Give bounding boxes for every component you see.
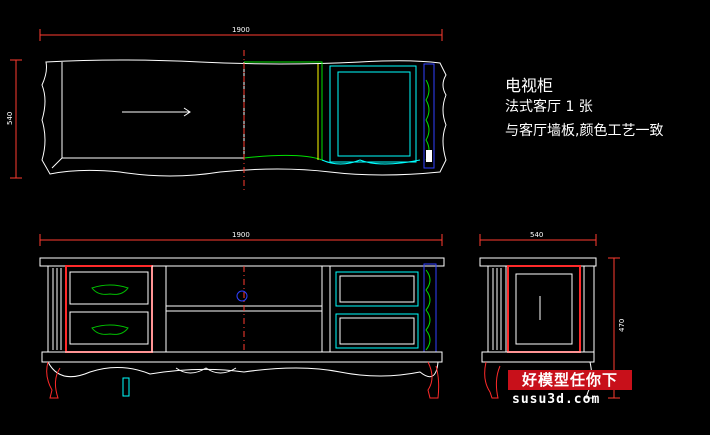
top-door-panel xyxy=(329,65,417,163)
left-drawer-frame xyxy=(65,265,153,353)
top-outline xyxy=(41,59,447,177)
top-view[interactable]: 1900 540 xyxy=(6,26,447,190)
front-view[interactable]: 1900 xyxy=(39,231,445,399)
drawer-upper[interactable] xyxy=(69,271,149,305)
front-divider xyxy=(321,265,331,353)
top-carving xyxy=(425,79,430,161)
note-title: 电视柜 xyxy=(505,76,554,95)
top-door-edge xyxy=(321,159,421,165)
note-line-2: 与客厅墙板,颜色工艺一致 xyxy=(505,123,664,139)
top-depth-dim-label: 540 xyxy=(6,112,14,125)
drawer-lower[interactable] xyxy=(69,311,149,345)
top-green-section xyxy=(243,61,323,161)
note-line-1: 法式客厅 1 张 xyxy=(505,99,593,115)
apron-carving xyxy=(175,367,237,374)
side-base xyxy=(481,351,595,363)
cable-hole xyxy=(236,290,248,302)
top-inner-panel xyxy=(61,62,245,159)
post-carving xyxy=(425,269,431,351)
drawer-inner xyxy=(339,317,415,345)
top-width-dim-label: 1900 xyxy=(232,26,250,34)
side-top-slab xyxy=(479,257,597,267)
right-drawer-lower[interactable] xyxy=(335,313,419,349)
side-leg-left xyxy=(484,361,501,399)
front-top-slab xyxy=(39,257,445,267)
watermark-url: susu3d.com xyxy=(512,392,601,407)
side-panel-inner xyxy=(515,273,573,345)
front-divider xyxy=(151,265,167,353)
front-apron xyxy=(47,361,439,378)
front-base xyxy=(41,351,443,363)
drawer-handle-icon xyxy=(91,284,129,295)
top-panel-corner xyxy=(51,157,63,169)
right-drawer-upper[interactable] xyxy=(335,271,419,307)
side-column-right xyxy=(583,265,595,353)
front-leg-left xyxy=(46,361,61,399)
top-carved-post xyxy=(423,63,435,169)
arrow-head xyxy=(183,107,191,117)
front-width-dim-label: 1900 xyxy=(232,231,250,239)
top-door-inner xyxy=(337,71,411,157)
front-leg-right xyxy=(427,361,440,399)
drawer-handle-icon xyxy=(91,324,129,335)
side-panel-frame xyxy=(507,265,581,353)
watermark-brand: 好模型任你下 xyxy=(508,370,632,390)
side-height-dim-label: 470 xyxy=(618,319,626,332)
front-leg-mid xyxy=(122,377,130,397)
side-depth-dim-label: 540 xyxy=(530,231,543,239)
drawer-inner xyxy=(339,275,415,303)
top-post-foot xyxy=(426,150,432,162)
side-view[interactable]: 540 470 xyxy=(479,231,626,399)
